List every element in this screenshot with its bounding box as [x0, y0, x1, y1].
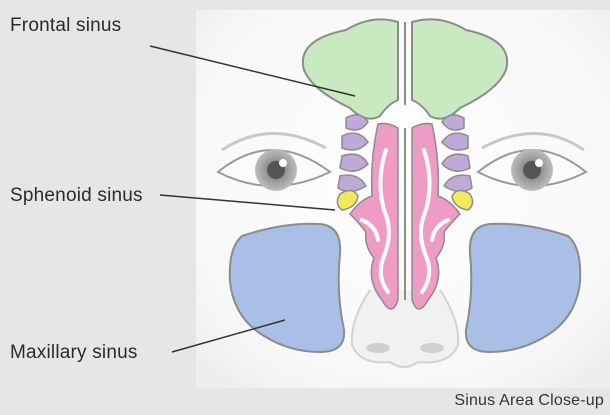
- maxillary-sinus-label: Maxillary sinus: [10, 342, 138, 364]
- nose-outline: [352, 290, 458, 367]
- right-nostril: [420, 343, 444, 353]
- sphenoid-sinus-label: Sphenoid sinus: [10, 185, 143, 207]
- frontal-sinus-label: Frontal sinus: [10, 15, 121, 37]
- left-nostril: [366, 343, 390, 353]
- figure-caption: Sinus Area Close-up: [454, 392, 604, 410]
